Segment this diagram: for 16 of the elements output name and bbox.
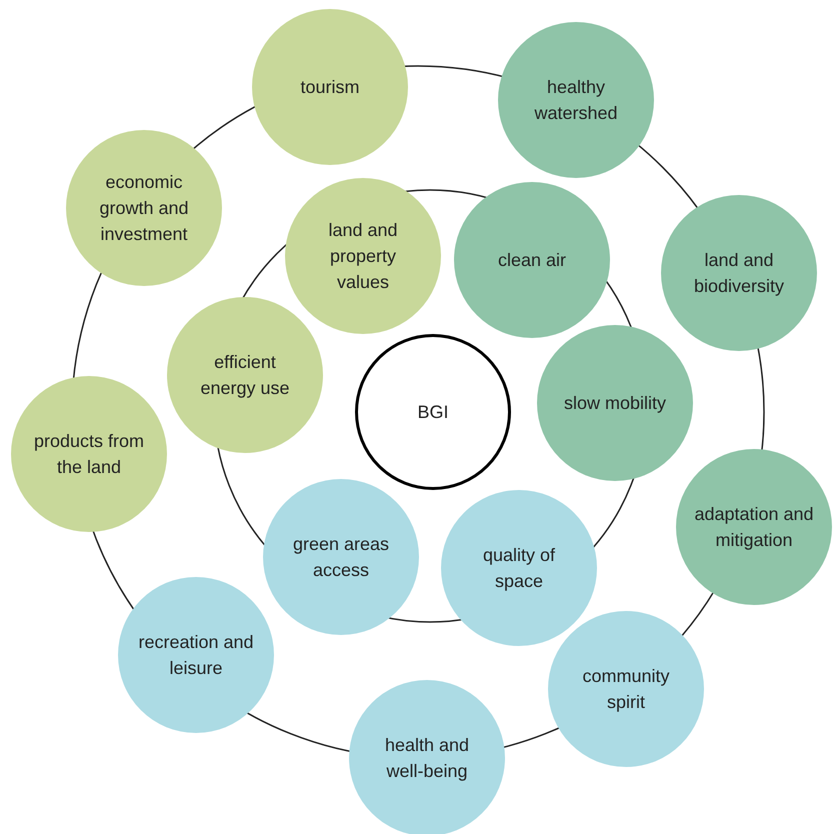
node-label: economic growth and investment [98, 171, 190, 246]
node-label: quality of space [482, 544, 556, 593]
node-label: clean air [496, 249, 568, 272]
node-label: adaptation and mitigation [693, 503, 815, 552]
node-label: recreation and leisure [137, 631, 255, 680]
node-label: products from the land [32, 430, 146, 479]
node-label: slow mobility [562, 392, 668, 415]
node-label: health and well-being [384, 734, 470, 783]
node-label: healthy watershed [533, 76, 619, 125]
node-label: community spirit [581, 665, 671, 714]
node-label: efficient energy use [199, 351, 291, 400]
node-label: green areas access [292, 533, 390, 582]
node-label: land and biodiversity [692, 249, 786, 298]
node-label: tourism [299, 76, 360, 99]
node-label: land and property values [327, 219, 399, 294]
node-label: BGI [416, 401, 450, 424]
